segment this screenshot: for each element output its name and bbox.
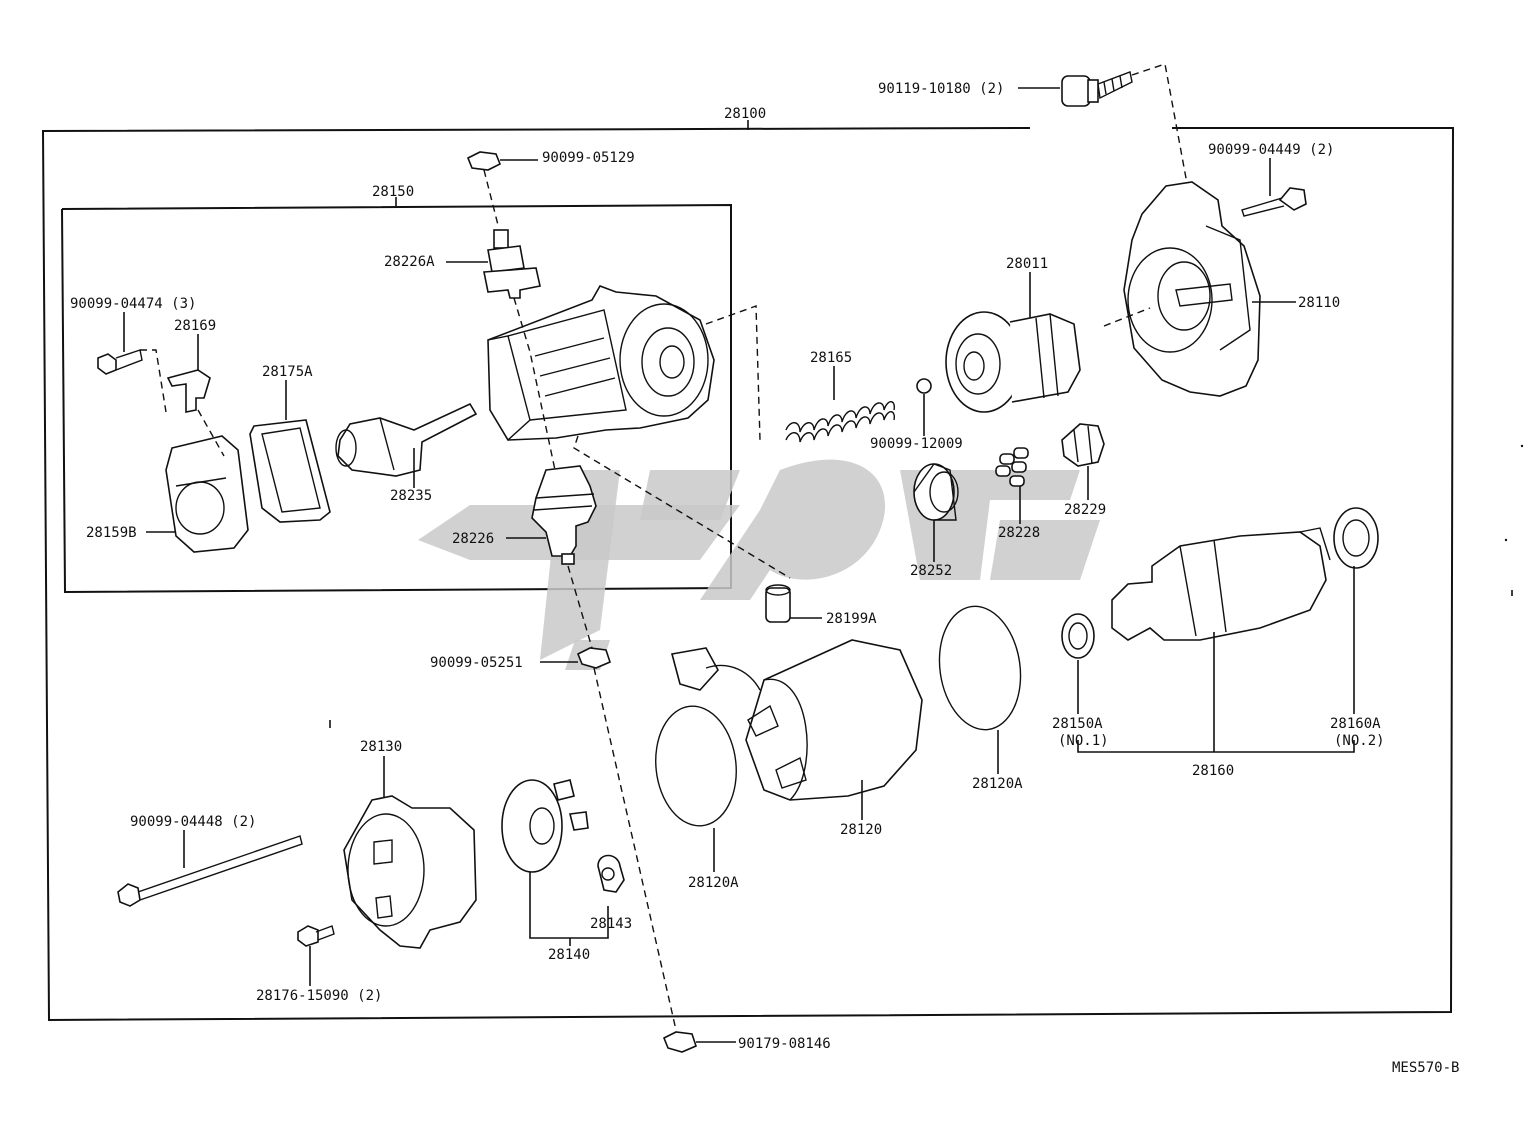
bearing-28160A xyxy=(1333,507,1379,569)
bearing-28150A xyxy=(1061,613,1095,659)
housing-28110 xyxy=(1123,181,1261,397)
guide-bottom-long xyxy=(593,667,677,1031)
guide-28169 xyxy=(197,409,225,457)
label-28252: 28252 xyxy=(910,563,952,579)
bolt-90099-04448 xyxy=(117,835,303,907)
label-28169: 28169 xyxy=(174,318,216,334)
brand-logo-watermark xyxy=(418,459,1100,670)
label-28110: 28110 xyxy=(1298,295,1340,311)
end-frame-28130 xyxy=(343,795,477,949)
nut-90099-05251 xyxy=(576,647,611,669)
label-90099-04474: 90099-04474 (3) xyxy=(70,296,196,312)
label-28160A: 28160A xyxy=(1330,716,1381,732)
label-90099-05251: 90099-05251 xyxy=(430,655,523,671)
nut-90099-05129 xyxy=(466,151,502,171)
label-90099-04449: 90099-04449 (2) xyxy=(1208,142,1334,158)
bolt-90099-04474 xyxy=(97,349,143,375)
leader-28140-bracket xyxy=(529,872,609,939)
label-90119-10180: 90119-10180 (2) xyxy=(878,81,1004,97)
bolt-90119-10180 xyxy=(1061,71,1133,107)
guide-housing-right xyxy=(705,305,761,441)
label-28165: 28165 xyxy=(810,350,852,366)
label-28011: 28011 xyxy=(1006,256,1048,272)
label-90099-05129: 90099-05129 xyxy=(542,150,635,166)
guide-28110-left xyxy=(1103,307,1151,327)
label-28235: 28235 xyxy=(390,488,432,504)
label-28120: 28120 xyxy=(840,822,882,838)
contact-28199A xyxy=(765,584,791,623)
diagram-code: MES570-B xyxy=(1392,1060,1459,1076)
label-28150: 28150 xyxy=(372,184,414,200)
gasket-28175A xyxy=(249,419,331,523)
label-28176-15090: 28176-15090 (2) xyxy=(256,988,382,1004)
label-28150A: 28150A xyxy=(1052,716,1103,732)
label-28175A: 28175A xyxy=(262,364,313,380)
label-28150A-sub: (NO.1) xyxy=(1058,733,1109,749)
label-28159B: 28159B xyxy=(86,525,137,541)
label-28120A-right: 28120A xyxy=(972,776,1023,792)
label-28226: 28226 xyxy=(452,531,494,547)
label-28120A-left: 28120A xyxy=(688,875,739,891)
label-90099-12009: 90099-12009 xyxy=(870,436,963,452)
guide-terminal-axis xyxy=(513,297,556,471)
guide-04474 xyxy=(140,349,167,413)
clip-28169 xyxy=(166,369,211,413)
label-28143: 28143 xyxy=(590,916,632,932)
label-28100: 28100 xyxy=(724,106,766,122)
guide-top-stud xyxy=(483,169,499,226)
solenoid-housing xyxy=(487,285,715,441)
assembly-frame-28100 xyxy=(41,127,1455,1022)
spring-28165 xyxy=(785,401,896,443)
o-ring-28120A-right xyxy=(938,605,1022,731)
plunger-28235 xyxy=(335,402,478,477)
leader-28160-bracket xyxy=(1077,740,1355,753)
terminal-28226A xyxy=(483,229,541,299)
screw-28176-15090 xyxy=(297,925,335,947)
label-90099-04448: 90099-04448 (2) xyxy=(130,814,256,830)
label-28130: 28130 xyxy=(360,739,402,755)
guide-90119 xyxy=(1131,63,1191,201)
bolt-90099-04449 xyxy=(1241,187,1307,217)
label-90179-08146: 90179-08146 xyxy=(738,1036,831,1052)
yoke-28120 xyxy=(671,639,923,801)
label-28229: 28229 xyxy=(1064,502,1106,518)
ball-90099-12009 xyxy=(916,378,932,394)
label-28228: 28228 xyxy=(998,525,1040,541)
spring-28143 xyxy=(597,854,625,893)
armature-28160 xyxy=(1111,527,1331,641)
terminal-28226 xyxy=(531,465,597,565)
stray-dot xyxy=(1504,538,1508,542)
retainer-28229 xyxy=(1061,423,1105,467)
brush-holder-28140 xyxy=(501,779,589,873)
label-28199A: 28199A xyxy=(826,611,877,627)
stray-dot xyxy=(1520,444,1524,448)
cover-28159B xyxy=(165,435,249,553)
rollers-28228 xyxy=(995,447,1029,487)
guide-28199A xyxy=(573,435,791,579)
clutch-28011 xyxy=(945,311,1081,413)
label-28160: 28160 xyxy=(1192,763,1234,779)
guide-05251 xyxy=(567,565,593,649)
o-ring-28120A-left xyxy=(655,705,737,827)
nut-90179-08146 xyxy=(662,1031,697,1053)
label-28140: 28140 xyxy=(548,947,590,963)
label-28160A-sub: (NO.2) xyxy=(1334,733,1385,749)
label-28226A: 28226A xyxy=(384,254,435,270)
